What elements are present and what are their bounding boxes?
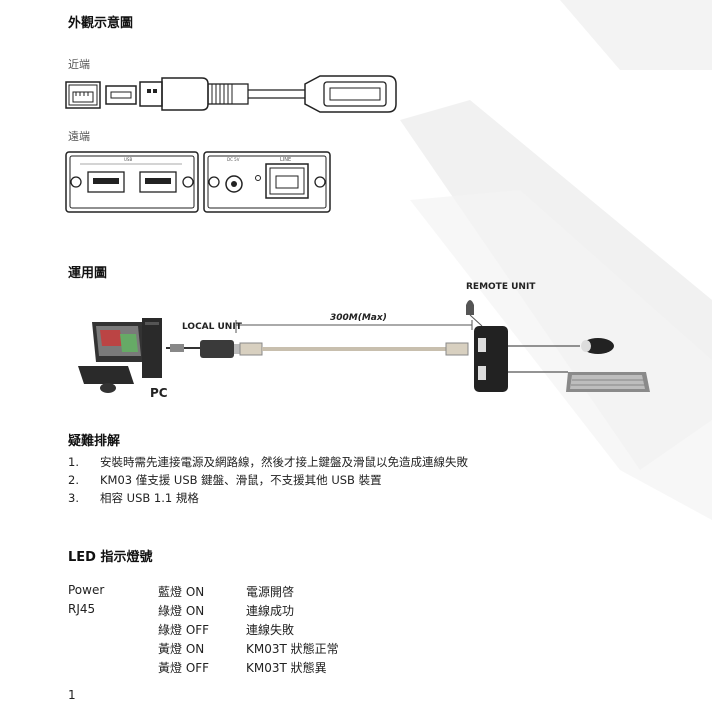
appearance-title: 外觀示意圖 <box>68 16 134 31</box>
led-row-light: 綠燈 OFF <box>158 623 210 637</box>
remote-unit-icon <box>466 300 580 392</box>
keyboard-icon <box>566 372 650 392</box>
rj45-port-icon <box>65 81 101 109</box>
led-row-name: RJ45 <box>68 602 96 616</box>
led-row-light: 黃燈 ON <box>158 642 205 656</box>
led-row-meaning: 連線失敗 <box>246 623 295 637</box>
list-item-text: 相容 USB 1.1 規格 <box>100 491 199 505</box>
mouse-icon <box>581 338 614 354</box>
led-row-light: 黃燈 OFF <box>158 661 210 675</box>
list-item: 2. KM03 僅支援 USB 鍵盤、滑鼠，不支援其他 USB 裝置 <box>68 472 382 488</box>
application-title: 運用圖 <box>68 266 108 281</box>
usb-dongle-icon <box>139 75 397 113</box>
network-cable-icon <box>239 342 469 356</box>
pc-label: PC <box>150 386 168 400</box>
troubleshooting-title: 疑難排解 <box>68 434 121 449</box>
page-number: 1 <box>68 688 76 702</box>
led-title: LED 指示燈號 <box>68 550 153 565</box>
local-unit-label: LOCAL UNIT <box>182 322 242 332</box>
near-end-label: 近端 <box>68 58 90 71</box>
list-item-text: 安裝時需先連接電源及網路線，然後才接上鍵盤及滑鼠以免造成連線失敗 <box>100 455 468 469</box>
led-row-meaning: KM03T 狀態正常 <box>246 642 339 656</box>
list-item-number: 3. <box>68 491 79 505</box>
local-unit-icon <box>166 340 244 358</box>
led-row-meaning: 連線成功 <box>246 604 295 618</box>
distance-label: 300M(Max) <box>330 313 387 323</box>
usb-panel-icon <box>65 151 199 213</box>
list-item: 1. 安裝時需先連接電源及網路線，然後才接上鍵盤及滑鼠以免造成連線失敗 <box>68 454 468 470</box>
led-row-meaning: 電源開啓 <box>246 585 295 599</box>
mini-usb-port-icon <box>105 85 137 105</box>
list-item-number: 1. <box>68 455 79 469</box>
remote-unit-label: REMOTE UNIT <box>466 282 536 292</box>
list-item-text: KM03 僅支援 USB 鍵盤、滑鼠，不支援其他 USB 裝置 <box>100 473 382 487</box>
far-end-label: 遠端 <box>68 130 90 143</box>
list-item-number: 2. <box>68 473 79 487</box>
line-panel-icon <box>203 151 331 213</box>
panel-dc-label: DC 5V <box>227 157 240 162</box>
pc-icon <box>78 318 162 393</box>
panel-line-label: LINE <box>280 157 292 163</box>
panel-usb-label: USB <box>124 157 133 162</box>
led-row-light: 綠燈 ON <box>158 604 205 618</box>
list-item: 3. 相容 USB 1.1 規格 <box>68 490 199 506</box>
led-row-name: Power <box>68 583 105 597</box>
led-row-meaning: KM03T 狀態異 <box>246 661 327 675</box>
led-row-light: 藍燈 ON <box>158 585 205 599</box>
